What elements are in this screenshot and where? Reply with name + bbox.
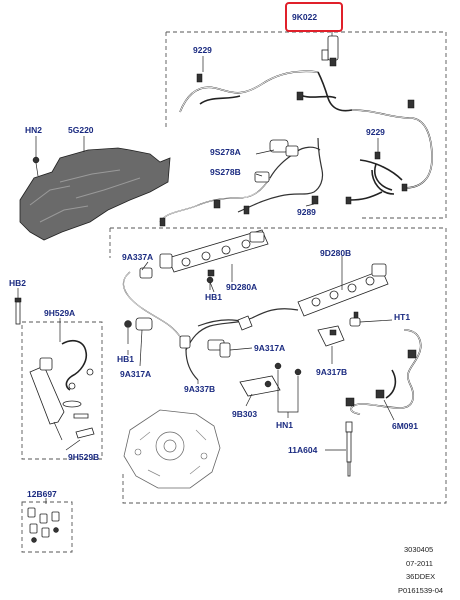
label-9s278a[interactable]: 9S278A — [210, 147, 241, 157]
footer-reference: 3030405 07-2011 36DDEX P0161539-04 — [398, 545, 443, 595]
injector-seals-9h529b[interactable] — [62, 368, 95, 439]
bracket-9b303[interactable] — [239, 375, 281, 397]
label-9a317b[interactable]: 9A317B — [316, 367, 347, 377]
label-12b697[interactable]: 12B697 — [27, 489, 57, 499]
label-9a337a[interactable]: 9A337A — [122, 252, 153, 262]
connector-ht1[interactable] — [349, 311, 361, 327]
high-pressure-pipes[interactable] — [122, 267, 299, 381]
label-9229-right[interactable]: 9229 — [366, 127, 385, 137]
label-hb1-top[interactable]: HB1 — [205, 292, 222, 302]
label-9a317a-left[interactable]: 9A317A — [120, 369, 151, 379]
label-6m091[interactable]: 6M091 — [392, 421, 418, 431]
label-9d280a[interactable]: 9D280A — [226, 282, 257, 292]
label-9289[interactable]: 9289 — [297, 207, 316, 217]
footer-line-3: 36DDEX — [406, 572, 435, 581]
label-9h529b[interactable]: 9H529B — [68, 452, 99, 462]
label-9s278b[interactable]: 9S278B — [210, 167, 241, 177]
sensor-9k022[interactable] — [321, 35, 339, 67]
injector-9h529a[interactable] — [29, 339, 88, 441]
highlight-box-9k022 — [285, 2, 343, 32]
label-9k022[interactable]: 9K022 — [292, 12, 317, 22]
label-9a337b[interactable]: 9A337B — [184, 384, 215, 394]
label-11a604[interactable]: 11A604 — [288, 445, 318, 455]
fuel-pipes-upper[interactable] — [159, 137, 324, 227]
label-9h529a[interactable]: 9H529A — [44, 308, 75, 318]
label-hn1[interactable]: HN1 — [276, 420, 293, 430]
bolt-kit-box — [21, 501, 73, 553]
leader-lines — [17, 30, 395, 504]
injector-box — [21, 321, 103, 460]
label-ht1[interactable]: HT1 — [394, 312, 410, 322]
label-hb2[interactable]: HB2 — [9, 278, 26, 288]
part-labels: 9K022 9229 9229 HN2 5G220 9S278A 9S278B … — [9, 12, 418, 499]
label-5g220[interactable]: 5G220 — [68, 125, 94, 135]
bolt-hb2[interactable] — [14, 297, 22, 325]
return-line-assembly — [179, 70, 433, 205]
label-9a317a-mid[interactable]: 9A317A — [254, 343, 285, 353]
glow-plug-harness-6m091[interactable] — [345, 329, 422, 415]
bracket-9a317b[interactable] — [317, 325, 345, 347]
label-hn2[interactable]: HN2 — [25, 125, 42, 135]
footer-line-1: 3030405 — [404, 545, 433, 554]
label-9d280b[interactable]: 9D280B — [320, 248, 351, 258]
group-boxes — [21, 31, 447, 553]
footer-line-2: 07-2011 — [406, 559, 433, 568]
fuel-rail-9d280a[interactable] — [159, 229, 269, 277]
glow-plug-11a604[interactable] — [345, 421, 353, 477]
fuel-rail-9d280b[interactable] — [297, 263, 389, 317]
main-rail-box — [110, 227, 447, 504]
label-hb1-bottom[interactable]: HB1 — [117, 354, 134, 364]
bolts-hb1[interactable] — [124, 276, 214, 344]
label-9b303[interactable]: 9B303 — [232, 409, 257, 419]
bolt-kit-12b697[interactable] — [27, 507, 60, 543]
footer-line-4: P0161539-04 — [398, 586, 443, 595]
label-9229-top[interactable]: 9229 — [193, 45, 212, 55]
fuel-pump[interactable] — [123, 409, 221, 489]
nuts-hn1[interactable] — [274, 362, 302, 418]
heat-shield-5g220[interactable] — [19, 147, 171, 241]
